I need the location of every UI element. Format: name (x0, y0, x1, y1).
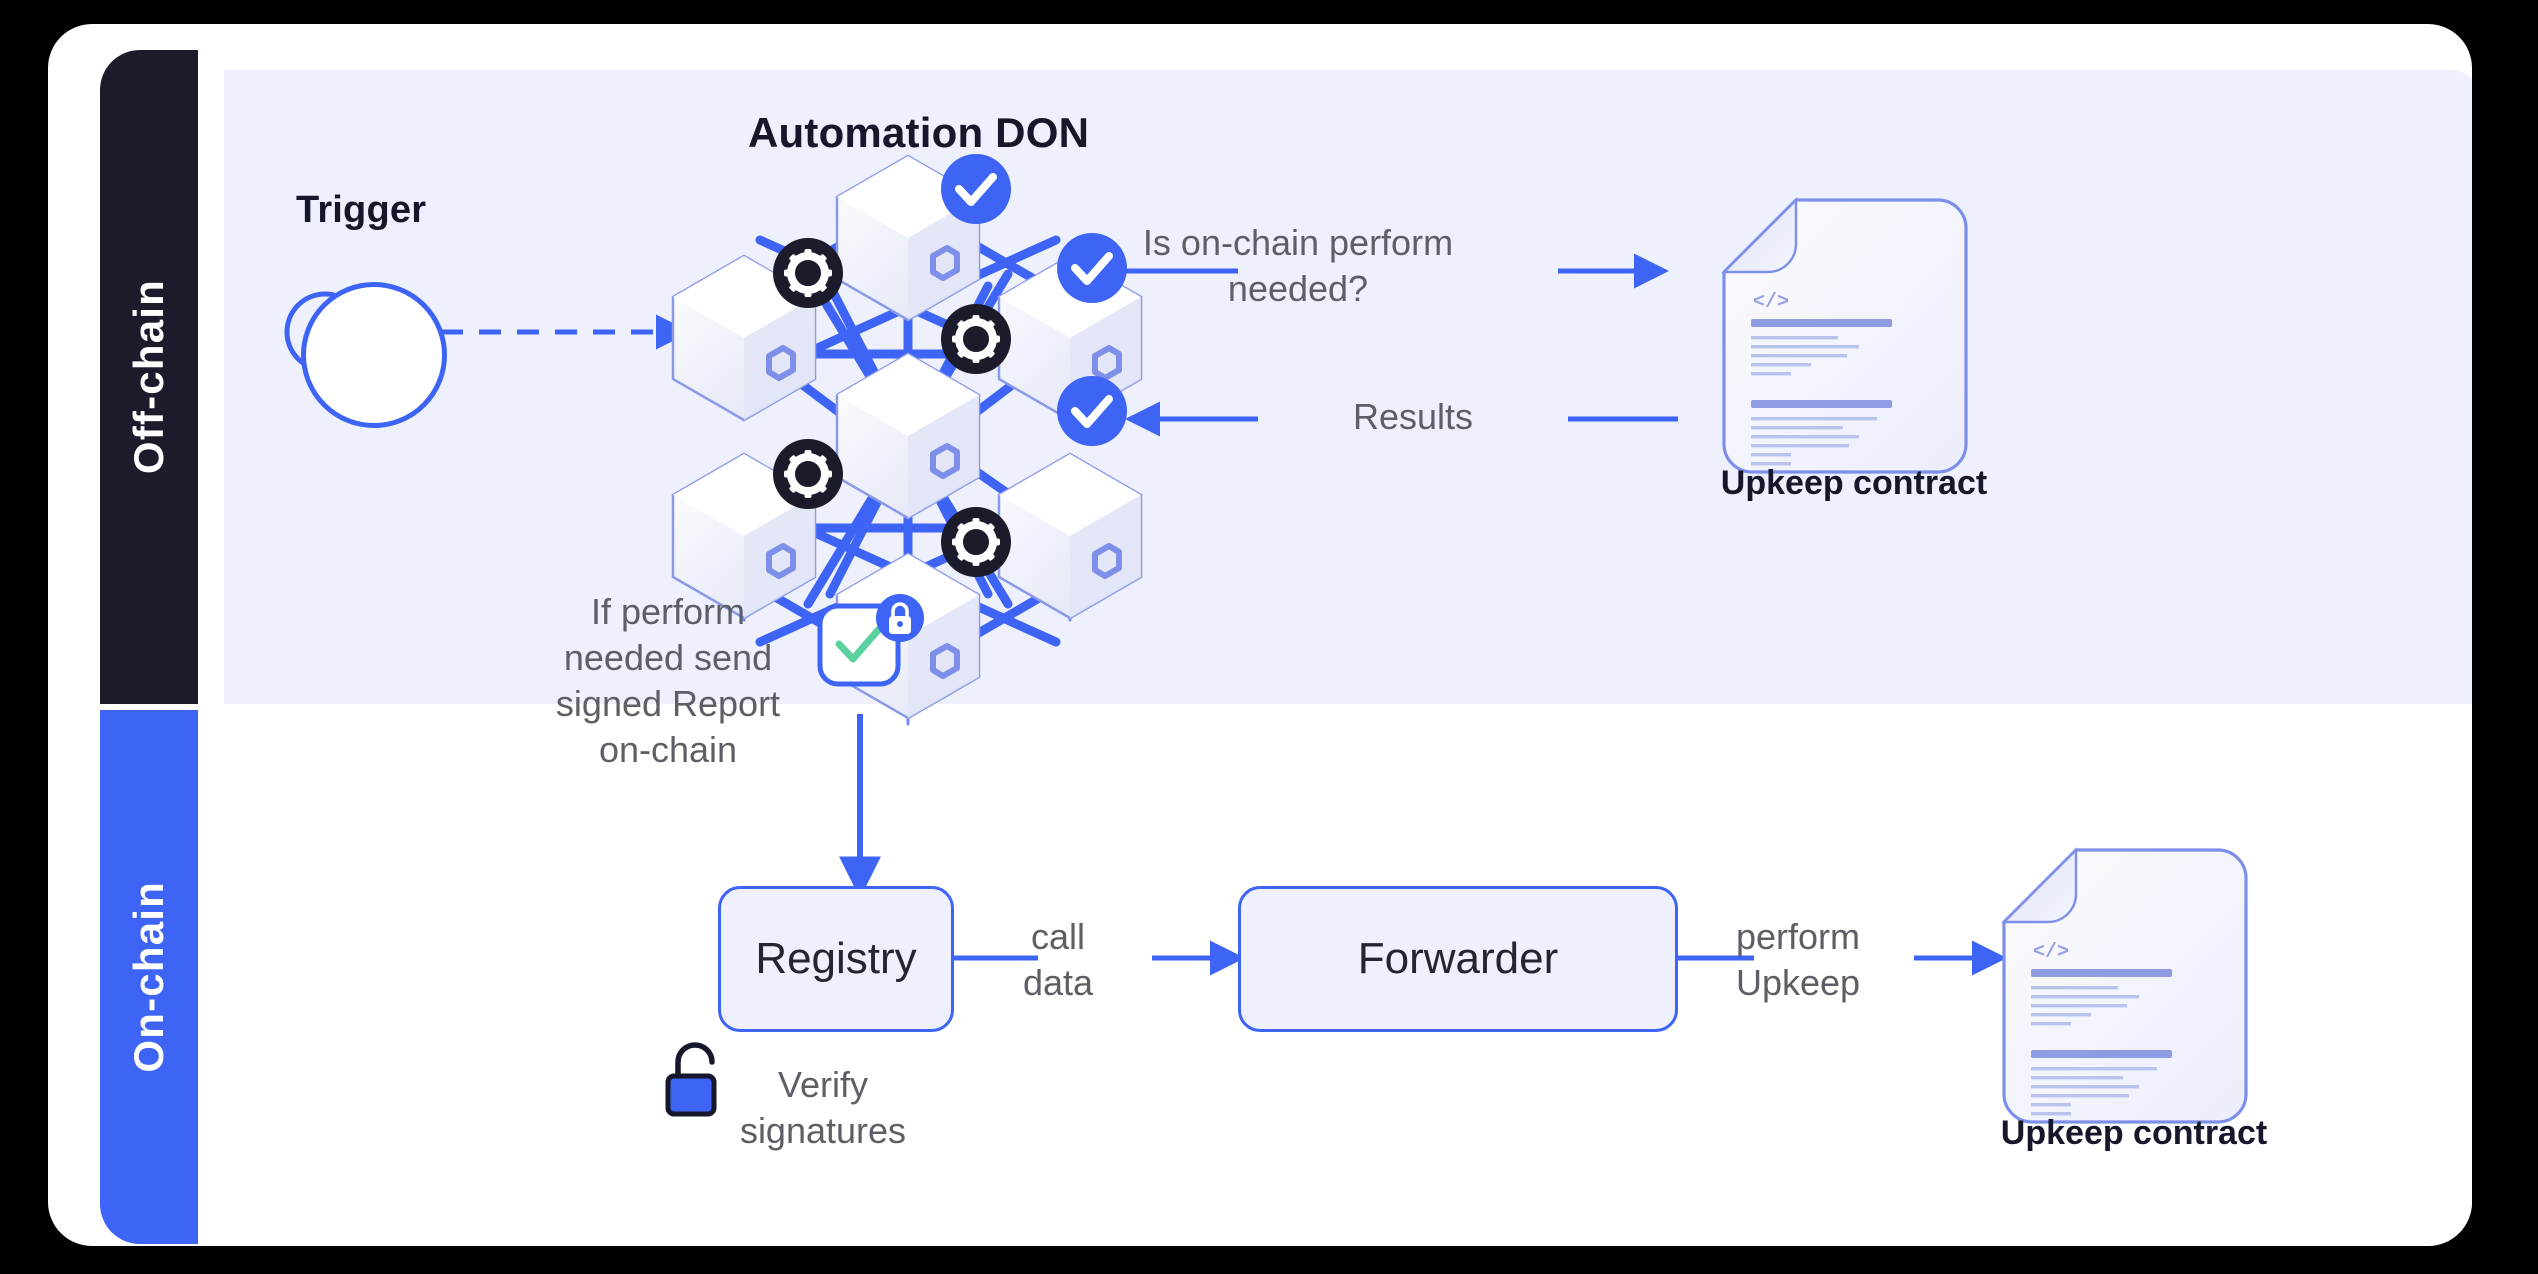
locked-padlock-icon (876, 594, 924, 642)
don-node-badges (773, 154, 1127, 577)
offchain-rail: Off-chain (100, 50, 198, 704)
check-badge-icon (941, 154, 1011, 224)
registry-box[interactable]: Registry (718, 886, 954, 1032)
results-label: Results (1352, 396, 1474, 437)
don-node (997, 452, 1143, 620)
don-node (835, 352, 981, 520)
onchain-rail: On-chain (100, 710, 198, 1244)
trigger-title: Trigger (296, 189, 427, 231)
forwarder-box[interactable]: Forwarder (1238, 886, 1678, 1032)
trigger-clock-circle (301, 282, 447, 428)
gear-badge-icon (773, 238, 843, 308)
verify-signatures-label: Verify signatures (739, 1064, 907, 1152)
check-badge-icon (1057, 376, 1127, 446)
upkeep-contract-label-offchain: Upkeep contract (1720, 464, 1988, 502)
upkeep-contract-document-offchain-icon: </> (1721, 197, 1968, 474)
check-badge-icon (1057, 233, 1127, 303)
gear-badge-icon (773, 439, 843, 509)
don-title: Automation DON (748, 109, 1090, 156)
is-onchain-perform-needed-label: Is on-chain perform needed? (1142, 222, 1454, 310)
diagram-vectors: </> (284, 154, 2248, 1124)
upkeep-contract-document-onchain-icon: </> (2001, 847, 2248, 1124)
upkeep-contract-label-onchain: Upkeep contract (2000, 1114, 2268, 1152)
signed-report-label: If perform needed send signed Report on-… (555, 591, 781, 771)
svg-text:</>: </> (2033, 941, 2069, 964)
svg-text:</>: </> (1753, 291, 1789, 314)
signed-report-badge (817, 594, 924, 687)
gear-badge-icon (941, 304, 1011, 374)
unlocked-padlock-icon (665, 1042, 717, 1117)
registry-label: Registry (755, 934, 917, 983)
perform-upkeep-label: perform Upkeep (1735, 916, 1861, 1004)
diagram-card: Off-chain On-chain (48, 24, 2472, 1246)
forwarder-label: Forwarder (1357, 934, 1559, 983)
don-contract-edges (1120, 253, 1678, 437)
call-data-label: call data (1022, 916, 1094, 1004)
gear-badge-icon (941, 507, 1011, 577)
offchain-panel (224, 70, 2472, 704)
don-node (671, 254, 817, 422)
